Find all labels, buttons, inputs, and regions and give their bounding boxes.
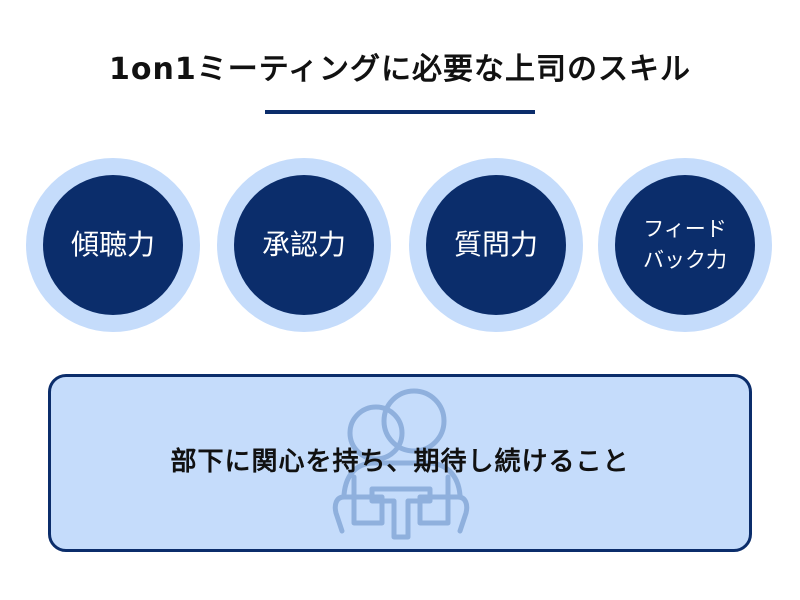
skill-label: 承認力 <box>261 228 346 262</box>
skill-label: 質問力 <box>453 228 538 262</box>
skill-circle-inner: フィード バック力 <box>615 175 755 315</box>
skill-circle-listening: 傾聴力 <box>26 158 200 332</box>
skill-label: 傾聴力 <box>70 228 155 262</box>
skill-circle-recognition: 承認力 <box>217 158 391 332</box>
page-title: 1on1ミーティングに必要な上司のスキル <box>109 52 691 87</box>
skill-circle-inner: 質問力 <box>426 175 566 315</box>
people-meeting-icon <box>332 388 470 540</box>
skill-circle-feedback: フィード バック力 <box>598 158 772 332</box>
summary-panel: 部下に関心を持ち、期待し続けること <box>48 374 752 552</box>
skill-circle-questioning: 質問力 <box>409 158 583 332</box>
skill-circle-inner: 承認力 <box>234 175 374 315</box>
skill-label-line-1: フィード <box>643 216 727 241</box>
skill-label-line-2: バック力 <box>643 248 727 272</box>
summary-text: 部下に関心を持ち、期待し続けること <box>170 447 630 477</box>
title-underline <box>265 110 535 114</box>
skill-circle-inner: 傾聴力 <box>43 175 183 315</box>
